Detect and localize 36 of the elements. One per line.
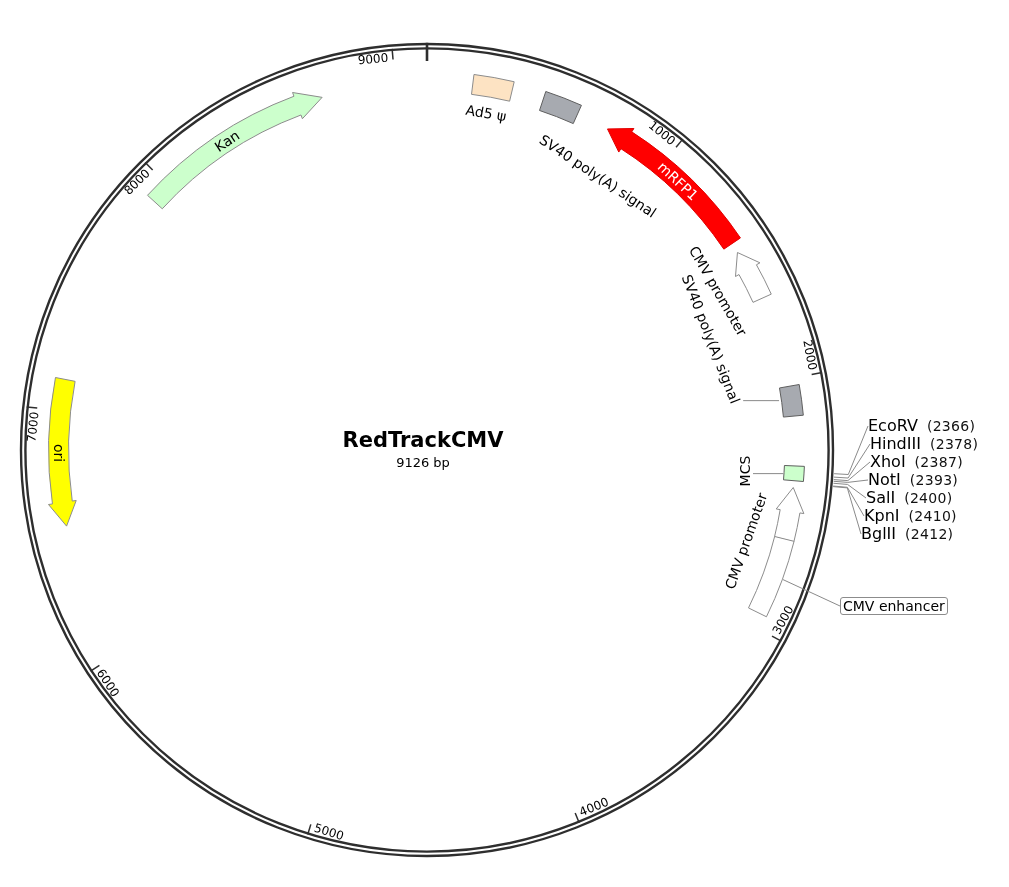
plasmid-length: 9126 bp <box>396 455 450 471</box>
enzyme-name: SalI <box>866 489 896 506</box>
cut-position: (2410) <box>908 508 957 525</box>
leader-line <box>742 400 780 402</box>
tick-label: 2000 <box>800 338 820 372</box>
tick-label: 9000 <box>357 50 390 68</box>
cut-position: (2412) <box>905 526 954 543</box>
enzyme-name: NotI <box>868 471 901 488</box>
leader-line <box>832 486 862 535</box>
feature-label: CMV enhancer <box>840 597 948 615</box>
tick-label: 7000 <box>24 411 42 444</box>
enzyme-name: BglII <box>861 525 896 542</box>
feature-label: Kan <box>211 127 242 156</box>
feature-label: MCS <box>737 455 753 487</box>
leader-line <box>782 579 841 607</box>
tick-label: 5000 <box>312 820 346 844</box>
leader-line <box>833 443 871 479</box>
enzyme-name: KpnI <box>864 507 900 524</box>
plasmid-name: RedTrackCMV <box>342 427 504 453</box>
tick-label: 4000 <box>577 795 611 820</box>
leader-line <box>832 485 865 517</box>
leader-line <box>833 461 871 482</box>
feature-label: ori <box>51 444 67 463</box>
leader-line <box>752 473 784 475</box>
enzyme-name: EcoRV <box>868 417 918 434</box>
leader-line <box>833 479 869 483</box>
cut-position: (2366) <box>926 418 976 435</box>
feature-label: Ad5 ψ <box>464 101 508 125</box>
enzyme-name: HindIII <box>870 435 921 452</box>
cut-position: (2387) <box>914 454 963 471</box>
cut-position: (2400) <box>904 490 953 507</box>
enzyme-name: XhoI <box>870 453 906 470</box>
leader-line <box>833 425 869 475</box>
leader-line <box>832 482 867 499</box>
cut-position: (2378) <box>929 436 979 453</box>
cut-position: (2393) <box>909 472 959 489</box>
